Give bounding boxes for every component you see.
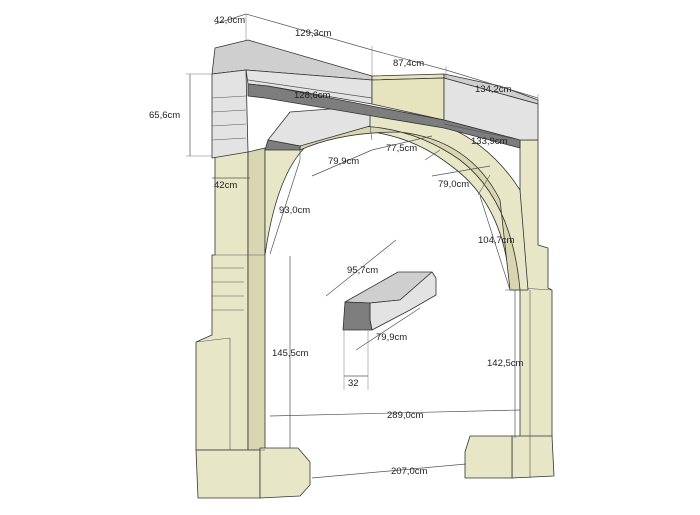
dim-lintel-right-length: 134,2cm — [475, 84, 512, 95]
dim-detail-thickness: 32 — [348, 378, 359, 389]
dim-right-jamb-height: 142,5cm — [487, 358, 524, 369]
left-pillar — [195, 147, 311, 499]
dim-lintel-depth: 42,0cm — [214, 15, 245, 26]
dimension-labels: 42,0cm 129,3cm 87,4cm 134,2cm 65,6cm 128… — [149, 15, 524, 477]
detail-end-face — [342, 301, 373, 331]
dim-lintel-inner-left: 128,6cm — [294, 90, 331, 101]
dimension-lines — [186, 13, 539, 479]
lintel-end-block — [211, 69, 249, 159]
left-pillar-base-block — [195, 449, 261, 499]
dim-arch-left-height: 93,0cm — [279, 205, 310, 216]
lintel — [211, 39, 539, 159]
dim-arch-right-height: 104,7cm — [478, 235, 515, 246]
left-pillar-plinth — [259, 447, 311, 499]
dim-left-jamb-height: 145,5cm — [272, 348, 309, 359]
right-pillar-front — [519, 139, 553, 449]
dim-detail-length: 95,7cm — [347, 265, 378, 276]
lintel-front-right — [443, 77, 539, 141]
right-pillar — [464, 139, 555, 479]
dim-lintel-key-length: 87,4cm — [393, 58, 424, 69]
dim-base-width: 207,0cm — [391, 466, 428, 477]
dim-jamb-depth: 42cm — [214, 180, 237, 191]
voussoir-detail — [342, 271, 437, 331]
right-pillar-plinth — [464, 435, 513, 479]
lintel-front-left — [245, 69, 373, 105]
dim-lintel-left-length: 129,3cm — [295, 28, 332, 39]
left-pillar-front — [195, 151, 249, 451]
dim-lintel-inner-right: 133,9cm — [471, 136, 508, 147]
left-pillar-side — [247, 147, 266, 451]
dim-opening-width: 289,0cm — [387, 410, 424, 421]
dim-arch-voussoir-right: 79,0cm — [438, 179, 469, 190]
dim-arch-voussoir-left: 79,9cm — [328, 156, 359, 167]
dim-detail-width: 79,9cm — [376, 332, 407, 343]
dim-lintel-height: 65,6cm — [149, 110, 180, 121]
dim-arch-keystone: 77,5cm — [386, 143, 417, 154]
lintel-underside — [247, 83, 521, 149]
right-pillar-base-block — [511, 435, 555, 479]
